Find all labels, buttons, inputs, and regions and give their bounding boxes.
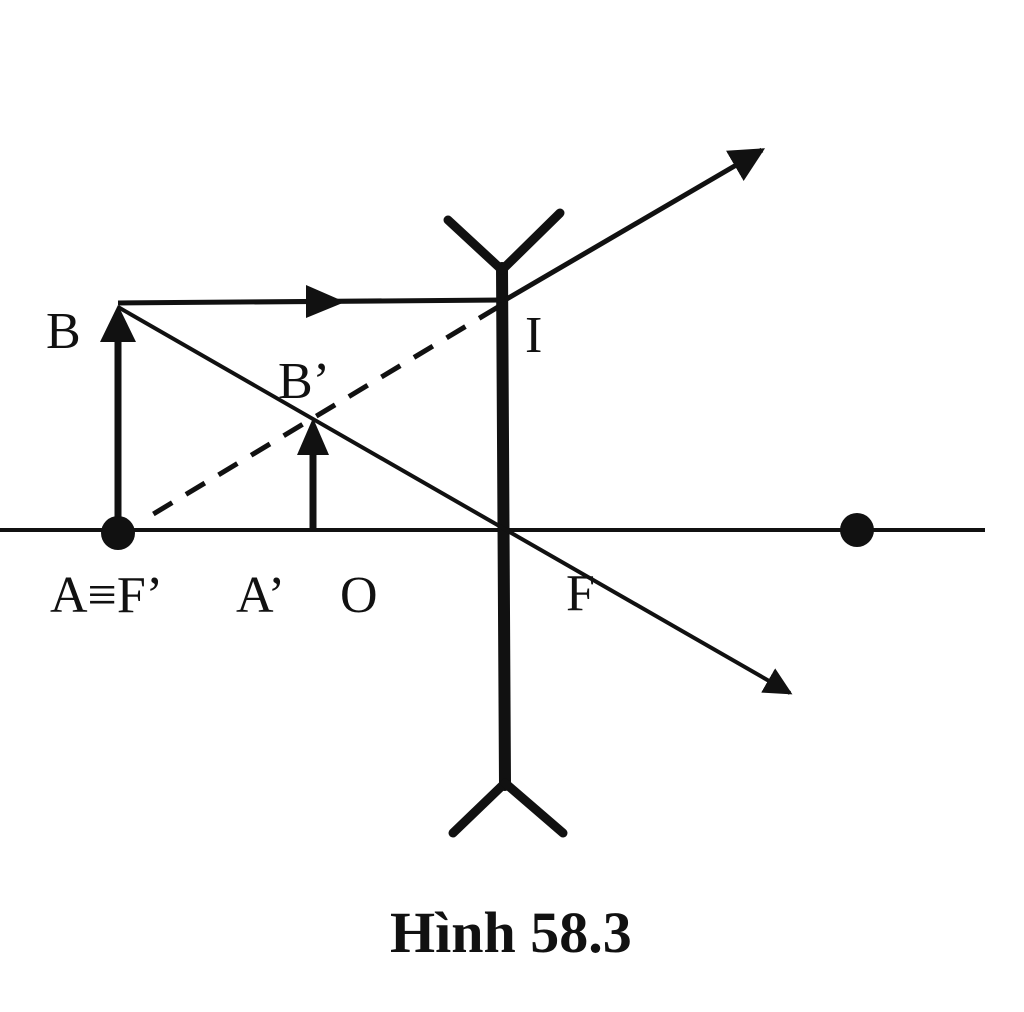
focal-point-F-prime-dot	[101, 516, 135, 550]
label-O: O	[340, 567, 378, 624]
object-arrow-AB	[100, 305, 136, 530]
diverging-lens	[443, 208, 568, 838]
label-F: F	[566, 565, 595, 622]
label-I: I	[525, 307, 542, 364]
ray-virtual-extension-dashed	[138, 304, 500, 525]
ray-parallel-B-to-I	[117, 285, 503, 318]
label-B: B	[46, 303, 81, 360]
label-A-prime: A’	[236, 567, 285, 624]
label-B-prime: B’	[278, 353, 330, 410]
image-arrow-A-prime-B-prime	[297, 418, 329, 530]
focal-point-right-dot	[840, 513, 874, 547]
ray-refracted-diverging	[503, 147, 766, 303]
figure-caption: Hình 58.3	[390, 900, 632, 965]
label-A-equiv-F-prime: A≡F’	[50, 567, 163, 624]
ray-through-center	[117, 305, 793, 695]
